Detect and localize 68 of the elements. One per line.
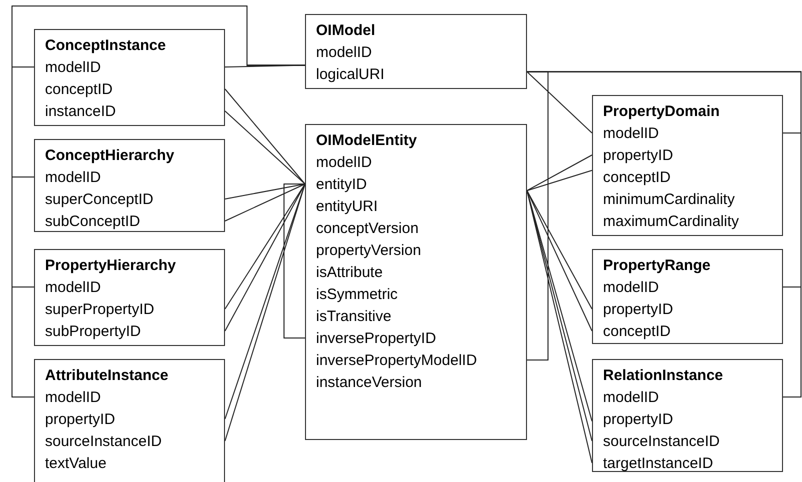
field-name: conceptID [603, 322, 671, 342]
field-name: conceptVersion [316, 219, 419, 239]
field-name: inversePropertyModelID [316, 351, 477, 371]
field-name: propertyVersion [316, 241, 422, 261]
field-name: logicalURI [316, 65, 384, 85]
field-name: subConceptID [45, 212, 140, 232]
field-name: modelID [603, 124, 659, 144]
field-name: instanceVersion [316, 373, 422, 393]
field-name: modelID [316, 153, 372, 173]
field-name: targetInstanceID [603, 454, 714, 474]
entity-table [34, 139, 225, 232]
connector-line [284, 184, 306, 338]
connector-line [224, 184, 306, 222]
connector-line [12, 6, 306, 398]
field-name: sourceInstanceID [45, 432, 162, 452]
table-title: AttributeInstance [45, 366, 168, 386]
field-name: propertyID [603, 410, 674, 430]
field-name: superConceptID [45, 190, 154, 210]
field-name: minimumCardinality [603, 190, 735, 210]
field-name: instanceID [45, 102, 116, 122]
connector-line [526, 154, 592, 192]
connector-line [526, 170, 592, 192]
field-name: modelID [316, 43, 372, 63]
entity-table [592, 249, 783, 344]
table-title: ConceptHierarchy [45, 146, 174, 166]
field-name: sourceInstanceID [603, 432, 720, 452]
table-title: OIModelEntity [316, 131, 417, 151]
field-name: isAttribute [316, 263, 383, 283]
field-name: textValue [45, 454, 106, 474]
field-name: modelID [45, 278, 101, 298]
table-title: PropertyDomain [603, 102, 720, 122]
entity-table [34, 29, 225, 126]
field-name: entityURI [316, 197, 378, 217]
table-title: PropertyHierarchy [45, 256, 176, 276]
table-title: PropertyRange [603, 256, 711, 276]
entity-table [592, 359, 783, 472]
connector-line [224, 110, 306, 184]
field-name: modelID [603, 388, 659, 408]
connector-line [224, 64, 306, 68]
field-name: modelID [603, 278, 659, 298]
field-name: isSymmetric [316, 285, 398, 305]
field-name: propertyID [603, 146, 674, 166]
field-name: entityID [316, 175, 367, 195]
entity-table [34, 249, 225, 346]
connector-line [526, 71, 548, 360]
entity-table [34, 359, 225, 482]
field-name: conceptID [45, 80, 113, 100]
field-name: inversePropertyID [316, 329, 436, 349]
entity-table [305, 124, 527, 440]
field-name: maximumCardinality [603, 212, 739, 232]
field-name: propertyID [45, 410, 116, 430]
field-name: modelID [45, 388, 101, 408]
connector-line [224, 88, 306, 184]
connector-line [526, 190, 592, 332]
field-name: conceptID [603, 168, 671, 188]
field-name: modelID [45, 58, 101, 78]
table-title: OIModel [316, 21, 376, 41]
table-title: RelationInstance [603, 366, 724, 386]
field-name: modelID [45, 168, 101, 188]
field-name: superPropertyID [45, 300, 154, 320]
entity-table [592, 95, 783, 236]
table-title: ConceptInstance [45, 36, 166, 56]
field-name: subPropertyID [45, 322, 141, 342]
field-name: isTransitive [316, 307, 392, 327]
entity-table [305, 14, 527, 89]
connector-line [526, 71, 592, 134]
connector-line [526, 71, 802, 398]
field-name: propertyID [603, 300, 674, 320]
